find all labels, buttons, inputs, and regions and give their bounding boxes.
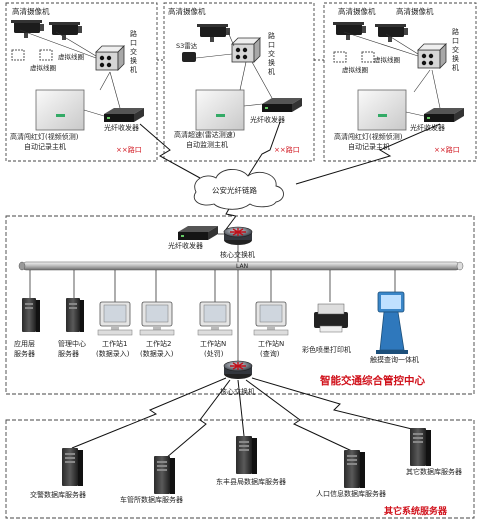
camera-label: 高清摄像机 [338,6,376,16]
host-label: 自动记录主机 [348,142,390,151]
app-server-icon [22,298,40,332]
camera-label: 高清摄像机 [12,6,50,16]
intersection-1: 高清摄像机 虚拟线圈 虚拟线圈 路口交换机 光纤收发器 高清闯红灯(视频侦测) … [10,6,144,154]
virtual-coil-icon [361,51,375,63]
location-label: ××路口 [116,145,142,154]
vehicle-db-server-icon [154,456,175,494]
device-label: (数据录入) [96,349,130,358]
radar-icon [182,52,196,62]
switch-label: 路口交换机 [130,29,137,74]
police-db-server-icon [62,448,83,486]
radar-label: S3雷达 [176,41,198,50]
core-switch-icon [223,226,253,246]
host-label: 高清超速(雷达测速) [174,130,236,139]
intersection-box-3 [323,2,477,162]
workstation-icon [97,301,133,336]
cloud-label: 公安光纤链路 [212,185,257,195]
coil-label: 虚拟线圈 [30,63,56,72]
camera-icon [197,24,230,42]
camera-icon [375,24,408,42]
workstation-icon [253,301,289,336]
device-label: 应用层 [14,339,35,348]
transceiver-icon [262,98,302,112]
device-label: 彩色喷墨打印机 [302,345,351,354]
server-label: 车管所数据库服务器 [120,495,183,504]
coil-label: 虚拟线圈 [58,52,84,61]
other-servers-title: 其它系统服务器 [384,505,448,517]
kiosk-icon [376,291,408,354]
location-label: ××路口 [434,145,460,154]
workstation-icon [139,301,175,336]
transceiver-label: 光纤收发器 [250,115,285,124]
device-label: 服务器 [14,349,35,358]
camera-icon [11,20,44,38]
lan-bus: LAN [18,261,464,271]
intersection-3: 高清摄像机 高清摄像机 虚拟线圈 虚拟线圈 路口交换机 光纤收发器 高清闯红灯(… [333,6,464,154]
device-label: 工作站1 [102,339,127,348]
device-label: 工作站N [258,339,284,348]
server-links [71,377,417,459]
transceiver-icon [104,108,144,122]
switch-label: 路口交换机 [268,31,275,76]
camera-label: 高清摄像机 [396,6,434,16]
management-center-title: 智能交通综合管控中心 [319,374,425,387]
host-label: 自动监测主机 [186,140,228,149]
server-label: 人口信息数据库服务器 [316,489,386,498]
host-box-icon [357,89,407,131]
host-box-icon [195,89,245,131]
host-label: 高清闯红灯(视频侦测) [10,132,79,141]
core-switch-label: 核心交换机 [220,387,255,396]
center-transceiver-label: 光纤收发器 [168,241,203,250]
management-server-icon [66,298,84,332]
device-label: 服务器 [58,349,79,358]
printer-icon [314,303,348,333]
device-label: (查询) [260,349,280,358]
county-db-server-icon [236,436,257,474]
coil-label: 虚拟线圈 [374,55,400,64]
intersection-switch-icon [417,43,447,69]
device-label: 触摸查询一体机 [370,355,419,364]
server-label: 其它数据库服务器 [406,467,462,476]
switch-label: 路口交换机 [452,27,459,72]
virtual-coil-icon [333,51,347,63]
host-box-icon [35,89,85,131]
lan-label: LAN [236,263,248,270]
coil-label: 虚拟线圈 [342,65,368,74]
core-switch-icon [223,360,253,380]
workstation-icon [197,301,233,336]
device-label: (数据录入) [140,349,174,358]
transceiver-label: 光纤收发器 [104,123,139,132]
population-db-server-icon [344,450,365,488]
camera-label: 高清摄像机 [168,6,206,16]
transceiver-label: 光纤收发器 [410,123,445,132]
server-label: 交警数据库服务器 [30,490,86,499]
core-switch-label: 核心交换机 [220,250,255,259]
server-label: 东丰县局数据库服务器 [216,477,286,486]
virtual-coil-icon [11,49,25,61]
cloud-icon: 公安光纤链路 [193,169,284,210]
intersection-box-1 [5,2,158,162]
intersection-2: 高清摄像机 S3雷达 路口交换机 光纤收发器 高清超速(雷达测速) 自动监测主机… [168,6,302,154]
virtual-coil-icon [39,49,53,61]
camera-icon [49,22,82,40]
other-servers-box [5,419,475,519]
other-db-server-icon [410,428,431,466]
location-label: ××路口 [274,145,300,154]
host-label: 自动记录主机 [24,142,66,151]
intersection-box-2 [163,2,315,162]
center-transceiver-icon [178,226,218,240]
device-label: 管理中心 [58,339,86,348]
intersection-switch-icon [231,37,261,63]
device-label: 工作站2 [146,339,171,348]
host-label: 高清闯红灯(视频侦测) [334,132,403,141]
device-label: 工作站N [200,339,226,348]
transceiver-icon [424,108,464,122]
device-label: (处罚) [204,349,224,358]
intersection-switch-icon [95,45,125,71]
lan-drops [29,270,396,362]
